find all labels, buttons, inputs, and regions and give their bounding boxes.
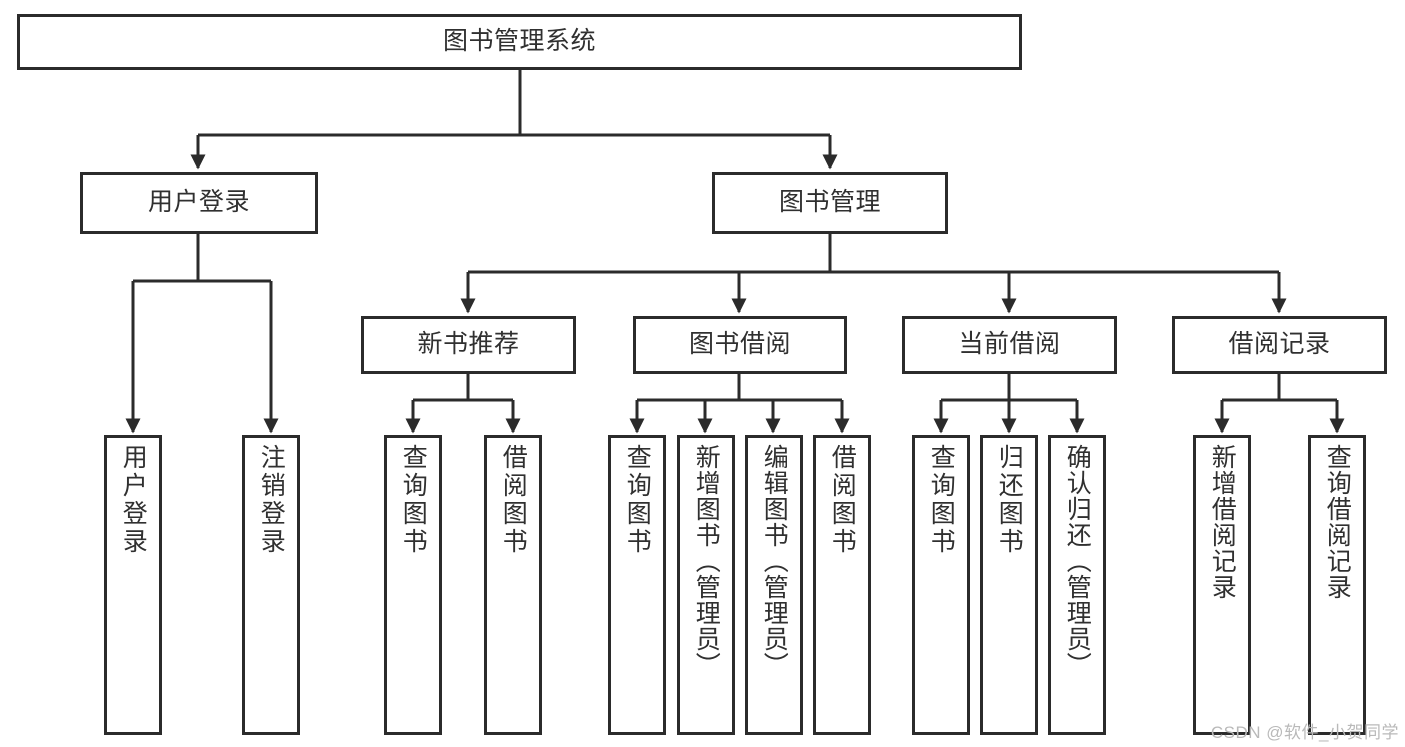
- node-label: 借阅记录: [1228, 330, 1331, 359]
- node-leaf-query-book-current[interactable]: 查询图书: [912, 435, 970, 735]
- node-leaf-user-login[interactable]: 用户登录: [104, 435, 162, 735]
- node-leaf-borrow-book-recommend[interactable]: 借阅图书: [484, 435, 542, 735]
- node-label: 查询图书: [927, 444, 956, 556]
- node-book-management[interactable]: 图书管理: [712, 172, 948, 234]
- node-label: 借阅图书: [499, 444, 528, 556]
- node-borrow-record[interactable]: 借阅记录: [1172, 316, 1387, 374]
- node-label: 借阅图书: [828, 444, 857, 556]
- node-leaf-query-borrow-record[interactable]: 查询借阅记录: [1308, 435, 1366, 735]
- node-user-login[interactable]: 用户登录: [80, 172, 318, 234]
- watermark-text: CSDN @软件_小贺同学: [1210, 723, 1399, 742]
- node-label: 新增图书（管理员）: [692, 444, 721, 678]
- node-leaf-borrow-book[interactable]: 借阅图书: [813, 435, 871, 735]
- node-leaf-confirm-return-admin[interactable]: 确认归还（管理员）: [1048, 435, 1106, 735]
- node-root-system[interactable]: 图书管理系统: [17, 14, 1022, 70]
- node-leaf-add-borrow-record[interactable]: 新增借阅记录: [1193, 435, 1251, 735]
- node-label: 查询图书: [623, 444, 652, 556]
- node-leaf-logout[interactable]: 注销登录: [242, 435, 300, 735]
- node-label: 用户登录: [147, 188, 250, 217]
- node-label: 当前借阅: [958, 330, 1061, 359]
- node-label: 确认归还（管理员）: [1063, 444, 1092, 678]
- node-label: 查询借阅记录: [1323, 444, 1352, 600]
- node-new-book-recommend[interactable]: 新书推荐: [361, 316, 576, 374]
- node-label: 注销登录: [257, 444, 286, 556]
- node-leaf-query-book-borrow[interactable]: 查询图书: [608, 435, 666, 735]
- node-leaf-return-book[interactable]: 归还图书: [980, 435, 1038, 735]
- node-label: 编辑图书（管理员）: [760, 444, 789, 678]
- node-label: 归还图书: [995, 444, 1024, 556]
- node-current-borrow[interactable]: 当前借阅: [902, 316, 1117, 374]
- node-label: 新书推荐: [417, 330, 520, 359]
- node-label: 查询图书: [399, 444, 428, 556]
- node-label: 图书借阅: [688, 330, 791, 359]
- node-leaf-edit-book-admin[interactable]: 编辑图书（管理员）: [745, 435, 803, 735]
- node-label: 用户登录: [119, 444, 148, 556]
- node-label: 图书管理: [778, 188, 881, 217]
- node-label: 图书管理系统: [442, 27, 596, 56]
- node-leaf-add-book-admin[interactable]: 新增图书（管理员）: [677, 435, 735, 735]
- node-leaf-query-book-recommend[interactable]: 查询图书: [384, 435, 442, 735]
- node-label: 新增借阅记录: [1208, 444, 1237, 600]
- node-book-borrow[interactable]: 图书借阅: [633, 316, 847, 374]
